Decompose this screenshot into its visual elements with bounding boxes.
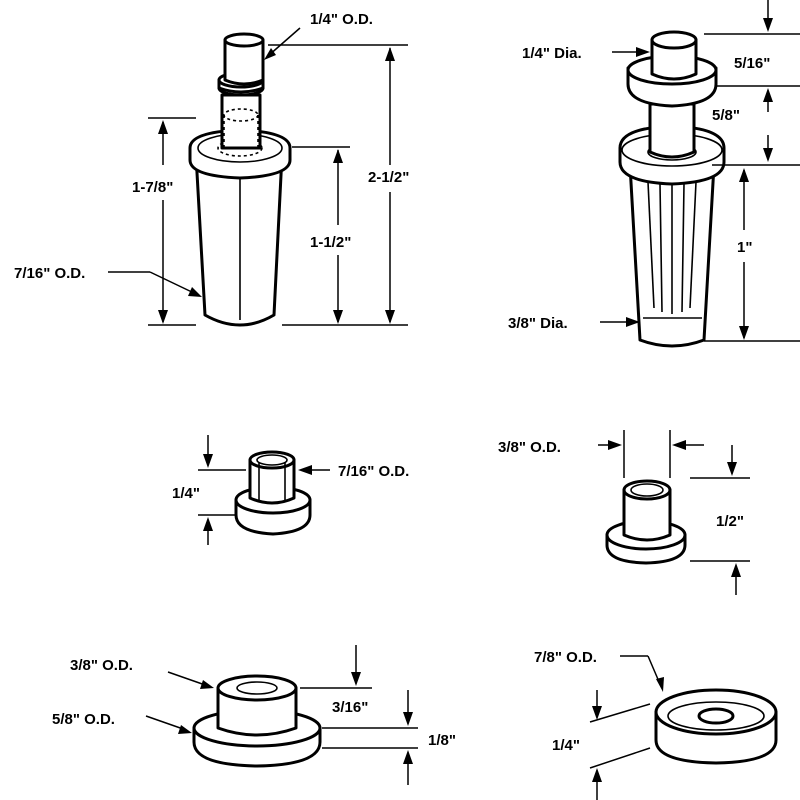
label-bushing2-height: 1/2" <box>716 513 744 530</box>
label-pin-body-length: 1-1/2" <box>310 234 351 251</box>
label-bushing-od: 7/16" O.D. <box>338 463 409 480</box>
pin-top-right: 1/4" Dia. 5/16" 5/8" 1" 3/8" Dia. <box>508 0 800 348</box>
label-body-dia: 3/8" Dia. <box>508 315 568 332</box>
bushing-mid-left: 1/4" 7/16" O.D. <box>172 435 409 545</box>
label-bushing3-flange-od: 5/8" O.D. <box>52 711 115 728</box>
label-pin-body-od: 7/16" O.D. <box>14 265 85 282</box>
label-washer-thickness: 1/4" <box>552 737 580 754</box>
label-bushing2-od: 3/8" O.D. <box>498 439 561 456</box>
label-bushing3-top-height: 3/16" <box>332 699 368 716</box>
label-fluted-length: 1" <box>737 239 752 256</box>
label-pin-head-height: 1-7/8" <box>132 179 173 196</box>
label-bushing3-top-od: 3/8" O.D. <box>70 657 133 674</box>
bushing-bottom-left: 3/8" O.D. 5/8" O.D. 3/16" 1/8" <box>52 645 456 785</box>
bushing-mid-right: 3/8" O.D. 1/2" <box>498 430 750 595</box>
label-washer-od: 7/8" O.D. <box>534 649 597 666</box>
pin-body <box>194 153 284 327</box>
pin-top-left: 1/4" O.D. 1-7/8" 1-1/2" 2-1/2" 7/16" O.D… <box>14 11 409 327</box>
label-bushing-height: 1/4" <box>172 485 200 502</box>
label-top-length: 5/16" <box>734 55 770 72</box>
label-bushing3-flange-height: 1/8" <box>428 732 456 749</box>
pin-collar <box>188 128 292 180</box>
label-pin-shaft-od: 1/4" O.D. <box>310 11 373 28</box>
label-pin-overall-length: 2-1/2" <box>368 169 409 186</box>
washer-bottom-right: 7/8" O.D. 1/4" <box>534 649 778 800</box>
label-pin-dia: 1/4" Dia. <box>522 45 582 62</box>
label-neck-length: 5/8" <box>712 107 740 124</box>
